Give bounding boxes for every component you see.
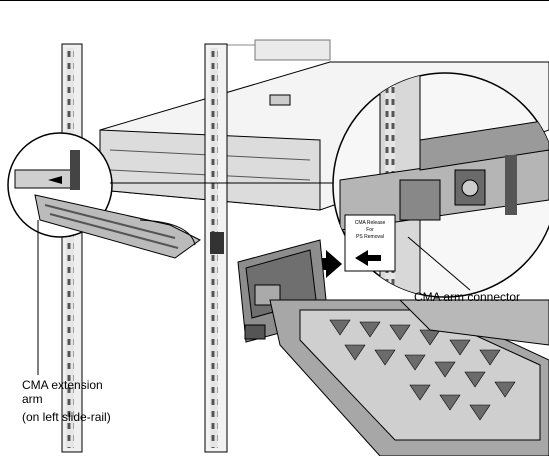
insert-direction-arrow-icon xyxy=(310,250,342,278)
cma-arm-connector-label: CMA arm connector xyxy=(414,290,521,304)
connector-leader-line xyxy=(407,236,471,291)
top-rule xyxy=(0,0,549,1)
bracket-text-line1: CMA Release xyxy=(354,220,386,226)
cma-arm-left xyxy=(34,194,201,259)
bracket-text: CMA Release For PS Removal xyxy=(349,220,391,241)
bracket-text-line3: PS Removal xyxy=(356,234,384,240)
right-rack-post xyxy=(204,43,228,453)
cma-extension-arm-foreground xyxy=(269,299,549,456)
cma-extension-arm-label-line3: (on left slide-rail) xyxy=(22,410,111,424)
cma-extension-arm-label-line2: arm xyxy=(22,392,43,406)
bracket-text-line2: For xyxy=(366,227,374,233)
cma-extension-arm-label-line1: CMA extension xyxy=(22,378,103,392)
magnified-callout xyxy=(332,72,549,298)
cma-extension-arm-label: CMA extension arm (on left slide-rail) xyxy=(22,378,111,424)
